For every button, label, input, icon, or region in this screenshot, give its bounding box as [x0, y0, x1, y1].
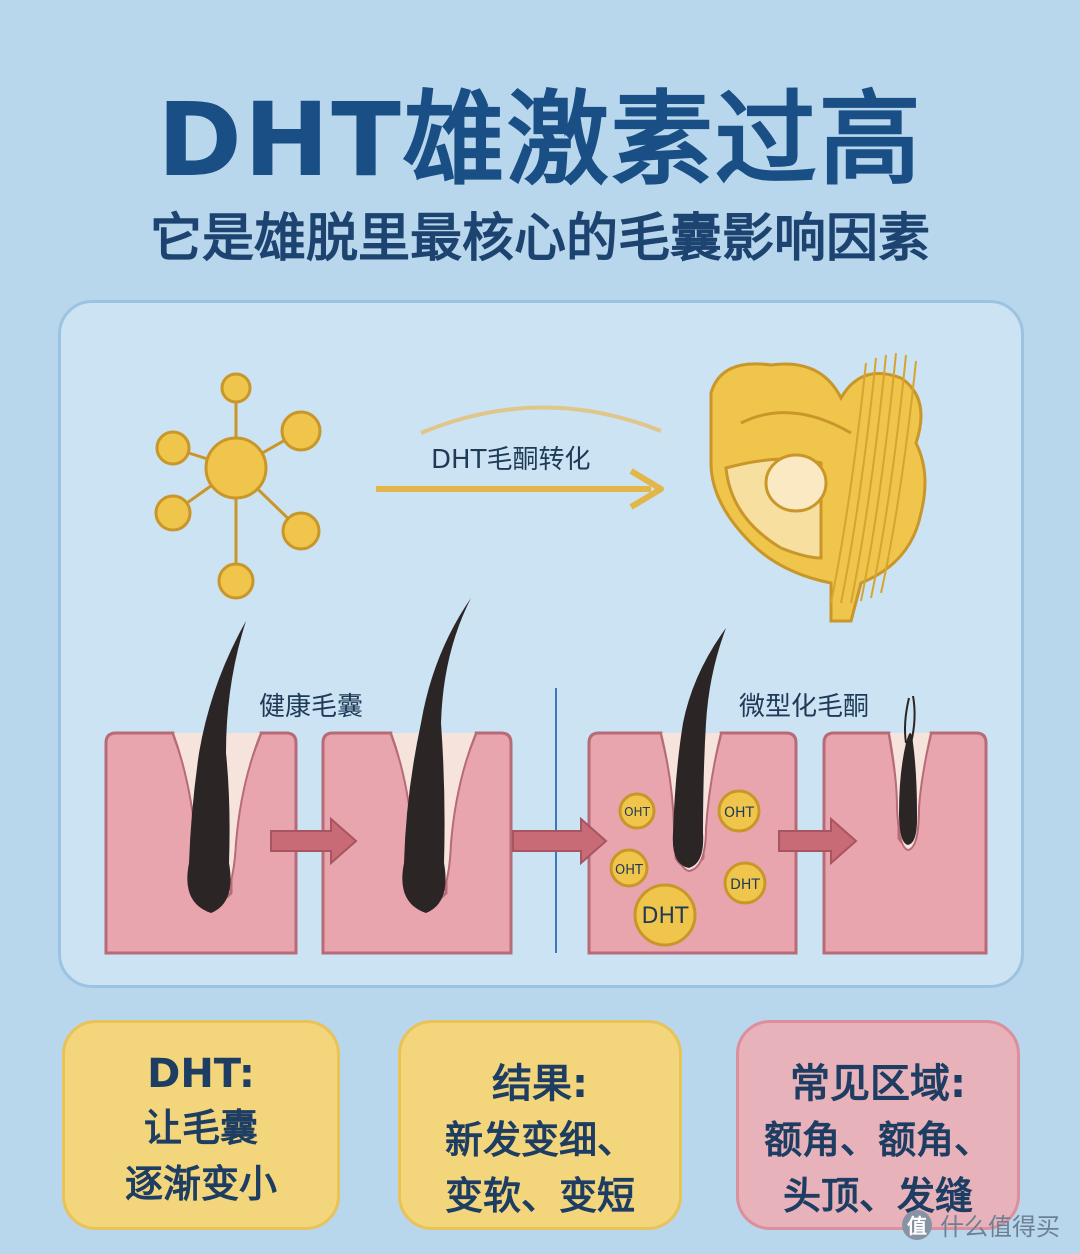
page-title: DHT雄激素过高 — [157, 81, 923, 200]
molecule-icon — [154, 372, 322, 600]
card-heading: 常见区域: — [790, 1061, 966, 1107]
dht-badge-label: DHT — [730, 877, 760, 893]
conversion-label: DHT毛酮转化 — [431, 445, 591, 475]
dht-badge-label: OHT — [615, 863, 643, 878]
dht-badge-label: DHT — [642, 904, 689, 929]
card-heading: DHT: — [147, 1051, 255, 1097]
skin-block-2 — [321, 598, 513, 955]
skin-block-4 — [822, 695, 988, 955]
skin-block-1 — [104, 621, 298, 955]
card-heading: 结果: — [492, 1061, 588, 1107]
card-line: 额角、额角、 — [763, 1118, 992, 1162]
page-subtitle: 它是雄脱里最核心的毛囊影响因素 — [149, 209, 930, 269]
conversion-arrow-icon — [376, 468, 664, 510]
dht-badges — [609, 789, 767, 947]
arc-decoration — [420, 405, 662, 435]
progression-arrow-icon — [270, 816, 858, 866]
watermark: 值 什么值得买 — [902, 1207, 1060, 1242]
dht-badge-label: OHT — [724, 805, 755, 821]
card-line: 让毛囊 — [143, 1106, 258, 1150]
card-common-areas: 常见区域: 额角、额角、 头顶、发缝 — [736, 1020, 1020, 1230]
dht-badge-label: OHT — [624, 805, 650, 819]
card-dht: DHT: 让毛囊 逐渐变小 — [62, 1020, 340, 1230]
watermark-text: 什么值得买 — [940, 1213, 1060, 1241]
diagram-panel: OHT OHT OHT DHT DHT DHT毛酮转化 健康毛囊 微型化毛酮 — [58, 300, 1024, 988]
card-result: 结果: 新发变细、 变软、变短 — [398, 1020, 682, 1230]
card-line: 变软、变短 — [444, 1174, 635, 1218]
miniaturized-follicle-label: 微型化毛酮 — [739, 692, 870, 722]
healthy-follicle-label: 健康毛囊 — [259, 692, 364, 722]
card-line: 逐渐变小 — [124, 1162, 277, 1206]
follicle-cross-section-icon — [709, 352, 927, 623]
card-line: 头顶、发缝 — [782, 1174, 973, 1218]
follicle-diagram: OHT OHT OHT DHT DHT — [104, 352, 988, 955]
card-line: 新发变细、 — [444, 1118, 635, 1162]
watermark-badge-icon: 值 — [902, 1209, 932, 1240]
